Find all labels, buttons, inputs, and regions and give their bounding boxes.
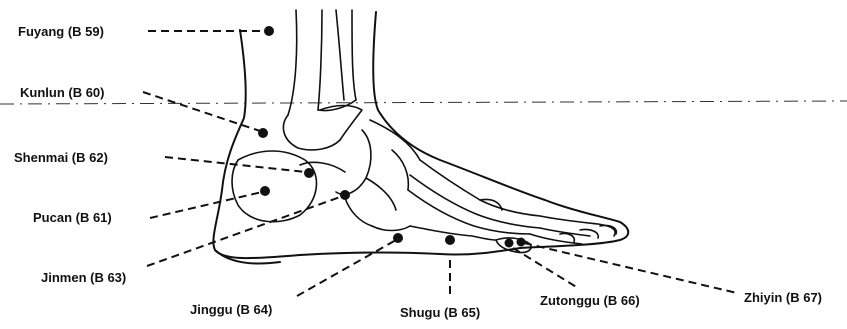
- acupoint-labels: Fuyang (B 59) Kunlun (B 60) Shenmai (B 6…: [14, 24, 822, 320]
- label-shenmai: Shenmai (B 62): [14, 150, 108, 165]
- leader-jinggu: [297, 240, 396, 296]
- metatarsal-bones: [408, 160, 616, 253]
- leg-bones: [288, 10, 356, 115]
- acupoint-pucan: [260, 186, 270, 196]
- label-pucan: Pucan (B 61): [33, 210, 112, 225]
- label-zutonggu: Zutonggu (B 66): [540, 293, 640, 308]
- label-kunlun: Kunlun (B 60): [20, 85, 105, 100]
- acupoint-jinmen: [340, 190, 350, 200]
- leader-kunlun: [143, 92, 260, 131]
- leader-zhiyin: [524, 243, 737, 293]
- acupoint-jinggu: [393, 233, 403, 243]
- acupoint-fuyang: [264, 26, 274, 36]
- acupoint-kunlun: [258, 128, 268, 138]
- leader-shenmai: [165, 157, 306, 172]
- acupoint-shenmai: [304, 168, 314, 178]
- acupoint-zutonggu: [505, 239, 514, 248]
- label-fuyang: Fuyang (B 59): [18, 24, 104, 39]
- label-jinggu: Jinggu (B 64): [190, 302, 272, 317]
- label-jinmen: Jinmen (B 63): [41, 270, 126, 285]
- foot-outline: [213, 12, 628, 264]
- leader-jinmen: [147, 196, 343, 266]
- label-shugu: Shugu (B 65): [400, 305, 480, 320]
- label-zhiyin: Zhiyin (B 67): [744, 290, 822, 305]
- acupoint-markers: [258, 26, 526, 248]
- scan-line: [0, 101, 847, 104]
- acupoint-shugu: [445, 235, 455, 245]
- acupoint-zhiyin: [517, 238, 526, 247]
